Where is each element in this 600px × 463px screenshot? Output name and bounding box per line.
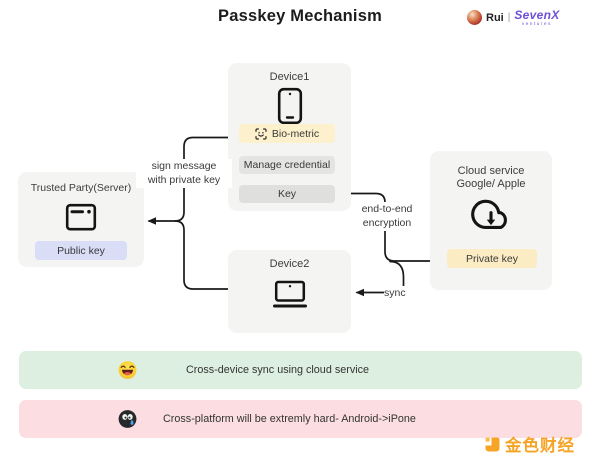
cloud-service-title: Cloud service Google/ Apple: [430, 165, 552, 192]
cloud-title-line1: Cloud service: [457, 165, 525, 177]
laughing-emoji-icon: [118, 361, 137, 379]
e2e-line1: end-to-end: [361, 203, 413, 215]
device2-box: Device2: [228, 250, 351, 333]
trusted-party-title: Trusted Party(Server): [30, 182, 132, 194]
sign-message-line1: sign message: [151, 160, 217, 172]
page-title: Passkey Mechanism: [218, 7, 382, 25]
laptop-icon: [272, 280, 307, 308]
note-cross-platform-hard: Cross-platform will be extremly hard- An…: [19, 400, 582, 438]
edge-device2-to-junction: [174, 220, 229, 290]
cloud-service-box: Cloud service Google/ Apple Private key: [430, 151, 552, 290]
byline: Rui | SevenX ventures: [467, 9, 560, 27]
jinse-logo-icon: [485, 437, 500, 451]
device2-title: Device2: [269, 258, 310, 270]
smartphone-icon: [277, 87, 302, 125]
private-key-button: Private key: [447, 249, 537, 268]
jinse-watermark: 金色财经: [484, 432, 575, 456]
end-to-end-encryption-label: end-to-end encryption: [351, 202, 423, 232]
org-subtitle: ventures: [521, 21, 552, 26]
author-name: Rui: [486, 11, 504, 24]
public-key-button: Public key: [35, 241, 127, 260]
sign-message-line2: with private key: [147, 173, 221, 186]
device1-box: Device1 Bio-metric Manage credential Key: [228, 63, 351, 211]
author-avatar: [467, 10, 482, 26]
biometric-button: Bio-metric: [239, 124, 335, 143]
sign-message-label: sign message with private key: [136, 159, 232, 189]
device1-title: Device1: [269, 71, 310, 83]
face-scan-icon: [255, 127, 267, 140]
manage-credential-button: Manage credential: [239, 156, 335, 174]
org-logo: SevenX ventures: [514, 9, 559, 27]
note-cross-device-sync: Cross-device sync using cloud service: [19, 351, 582, 389]
note-text: Cross-platform will be extremly hard- An…: [163, 413, 416, 425]
black-sweat-emoji-icon: [118, 410, 137, 428]
biometric-label: Bio-metric: [271, 127, 320, 140]
e2e-line2: encryption: [362, 216, 412, 229]
server-window-icon: [65, 203, 97, 231]
org-logo-text: SevenX: [514, 8, 560, 22]
trusted-party-box: Trusted Party(Server) Public key: [18, 172, 144, 267]
watermark-text: 金色财经: [505, 437, 575, 455]
byline-divider: |: [507, 12, 511, 24]
cloud-download-icon: [471, 199, 507, 230]
key-button: Key: [239, 185, 335, 203]
sync-label: sync: [384, 286, 424, 302]
note-text: Cross-device sync using cloud service: [186, 364, 370, 376]
cloud-title-line2: Google/ Apple: [456, 178, 526, 191]
